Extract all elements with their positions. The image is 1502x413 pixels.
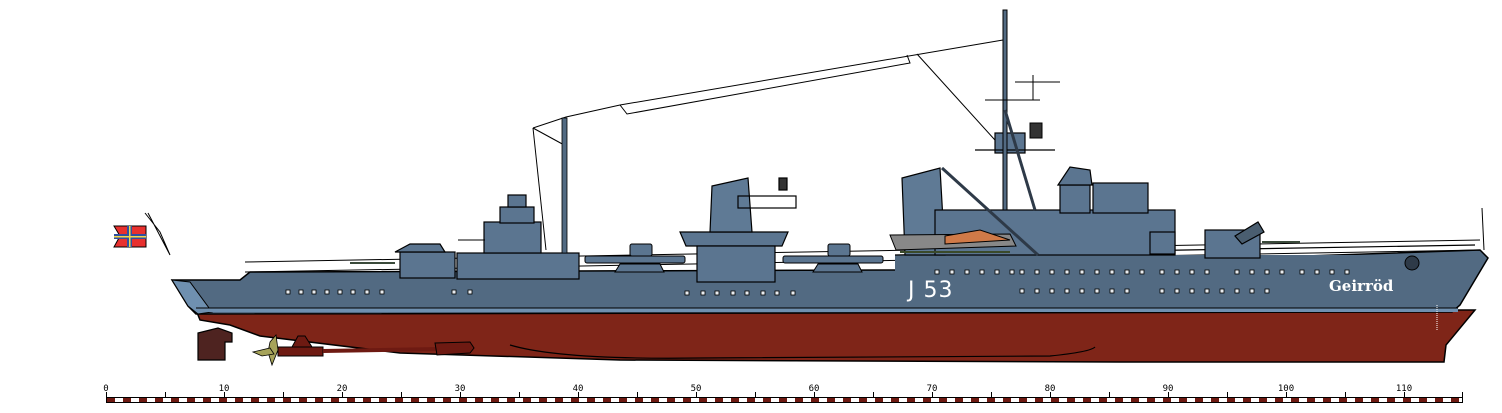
scale-label: 20 [336, 384, 348, 394]
lower-hull [194, 309, 1477, 363]
scale-label: 30 [454, 384, 466, 394]
anchor-icon [1404, 255, 1420, 271]
ensign-icon [113, 225, 147, 248]
scale-bar: 0 10 20 30 40 50 60 70 80 90 100 110 [103, 384, 1463, 404]
propeller-icon [251, 334, 279, 367]
bilge-keel [509, 344, 1096, 359]
scale-label: 50 [690, 384, 702, 394]
hull-number: J 53 [908, 278, 954, 303]
ship-profile-drawing [113, 9, 1489, 367]
midships-structure [679, 177, 797, 283]
foremast [985, 9, 1060, 211]
ship-name: Geirröd [1329, 277, 1394, 295]
scale-bar-segments [106, 397, 1463, 403]
scale-label: 90 [1162, 384, 1174, 394]
torpedo-tubes [584, 243, 884, 273]
aft-superstructure [350, 194, 580, 280]
scale-label: 40 [572, 384, 584, 394]
scale-label: 100 [1277, 384, 1295, 394]
rigging [144, 39, 1005, 256]
scale-label: 110 [1395, 384, 1413, 394]
propeller-shaft [277, 335, 475, 357]
motor-boat [889, 229, 1017, 253]
scale-label: 60 [808, 384, 820, 394]
rudder [197, 327, 233, 361]
crane-boom [940, 166, 1040, 257]
scale-label: 10 [218, 384, 230, 394]
scale-label: 80 [1044, 384, 1056, 394]
portholes [285, 269, 1350, 296]
main-mast-aft [561, 117, 568, 254]
scale-label: 0 [103, 384, 109, 394]
boot-top-stripe [196, 308, 1458, 312]
scale-label: 70 [926, 384, 938, 394]
